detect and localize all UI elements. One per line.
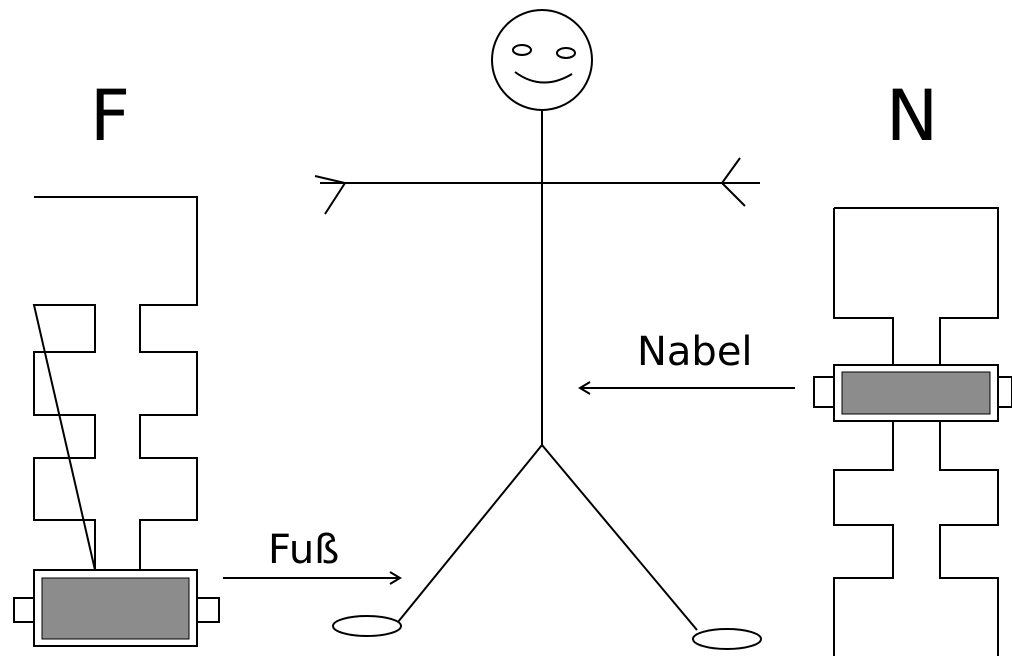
label-fuss: Fuß bbox=[268, 527, 339, 573]
left-slider-tab-left bbox=[13, 597, 35, 623]
letter-f: F bbox=[90, 75, 130, 157]
left-leg bbox=[397, 444, 543, 623]
left-foot bbox=[332, 615, 402, 637]
left-slider-tab-right bbox=[196, 597, 220, 623]
right-slider-tab-right bbox=[997, 376, 1012, 408]
right-slider-tab-left bbox=[813, 376, 835, 408]
left-hand bbox=[314, 175, 347, 215]
right-column-shape bbox=[813, 207, 1012, 656]
letter-n: N bbox=[886, 75, 938, 157]
head bbox=[491, 9, 593, 111]
left-slider-bar bbox=[41, 577, 190, 640]
stick-figure bbox=[314, 9, 762, 650]
right-eye bbox=[556, 47, 576, 59]
right-leg bbox=[541, 444, 698, 631]
right-slider-bar bbox=[841, 371, 991, 415]
right-hand bbox=[720, 157, 746, 207]
right-foot bbox=[692, 628, 762, 650]
arrow-fuss-head bbox=[389, 571, 402, 585]
left-eye bbox=[512, 44, 532, 56]
left-column-shape bbox=[13, 196, 220, 647]
label-nabel: Nabel bbox=[637, 329, 753, 375]
arrow-nabel-head bbox=[578, 381, 591, 395]
smile bbox=[514, 71, 573, 84]
